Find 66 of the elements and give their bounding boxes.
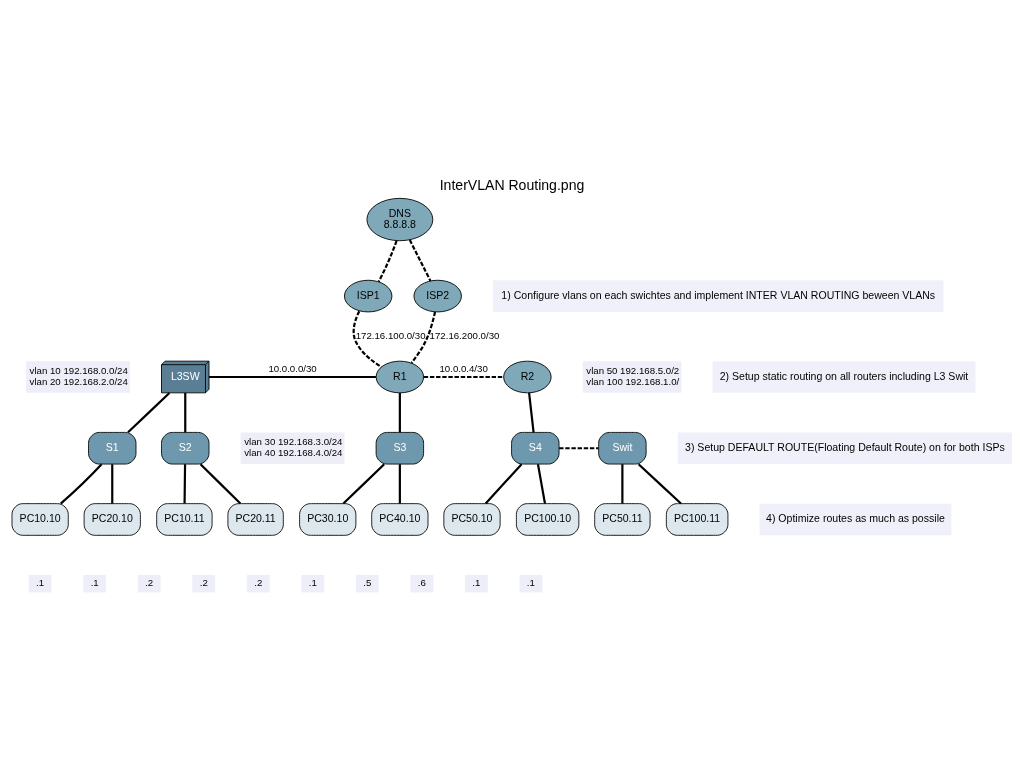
label: .6 xyxy=(417,577,426,589)
connector xyxy=(199,463,242,505)
node-box: PC100.11 xyxy=(665,503,729,536)
node-ellipse: ISP1 xyxy=(344,279,393,313)
node-label: vlan 20 192.168.2.0/24 xyxy=(29,375,128,387)
connector xyxy=(410,311,437,364)
node-box: Swit xyxy=(598,431,647,465)
node-ellipse: R2 xyxy=(503,360,552,394)
connector xyxy=(342,463,385,505)
label: .1 xyxy=(308,577,317,589)
label: .2 xyxy=(199,577,208,589)
label: 1) Configure vlans on each swichtes and implement INTER VLAN ROUTING beween VLANs xyxy=(501,288,936,301)
connector xyxy=(352,310,382,368)
label: .1 xyxy=(90,577,99,589)
node-label: vlan 40 192.168.4.0/24 xyxy=(244,446,343,458)
node-box: PC10.10 xyxy=(11,503,69,536)
connector xyxy=(60,463,103,505)
connector xyxy=(408,239,432,282)
node-label: vlan 50 192.168.5.0/2 xyxy=(586,365,680,377)
node-label: vlan 10 192.168.0.0/24 xyxy=(29,365,128,377)
connector xyxy=(559,447,599,450)
node-label: vlan 100 192.168.1.0/ xyxy=(586,375,680,387)
label: .2 xyxy=(254,577,263,589)
node-label: vlan 30 192.168.3.0/24 xyxy=(244,436,343,448)
connector xyxy=(423,375,504,379)
connector xyxy=(111,464,114,504)
edge-label: 10.0.0.0/30 xyxy=(268,362,317,374)
node-box: PC20.11 xyxy=(227,503,284,536)
connector xyxy=(183,464,187,504)
connector xyxy=(637,463,682,505)
node-box: S2 xyxy=(161,431,210,465)
node-box: PC50.11 xyxy=(594,503,651,536)
connector xyxy=(377,240,398,283)
node-box: S4 xyxy=(511,431,560,465)
label: .1 xyxy=(472,577,481,589)
node-box: PC10.11 xyxy=(156,503,213,536)
node-box: PC40.10 xyxy=(371,503,429,536)
node-box: S3 xyxy=(375,431,425,465)
node-ellipse: R1 xyxy=(375,360,425,394)
diagram-title: InterVLAN Routing.png xyxy=(439,177,585,194)
label: 4) Optimize routes as much as possile xyxy=(766,512,945,525)
node-ellipse: ISP2 xyxy=(413,279,462,313)
node-box: PC100.10 xyxy=(515,503,580,536)
connector xyxy=(184,392,187,433)
node-box: S1 xyxy=(88,431,137,465)
connector xyxy=(127,392,171,434)
connector xyxy=(536,464,547,504)
edge-label: 172.16.200.0/30 xyxy=(429,330,500,341)
edge-label: 10.0.0.4/30 xyxy=(439,362,488,374)
node-ellipse: DNS 8.8.8.8 xyxy=(366,197,434,242)
label: 2) Setup static routing on all routers including L3 Swit xyxy=(719,369,969,382)
connector xyxy=(209,375,376,379)
connector xyxy=(484,463,523,505)
connector xyxy=(528,392,535,433)
label: 3) Setup DEFAULT ROUTE(Floating Default Route) on for both ISPs xyxy=(685,440,1005,453)
connector xyxy=(398,464,401,504)
label: .5 xyxy=(363,577,372,589)
node-box: PC50.10 xyxy=(443,503,501,536)
label: .1 xyxy=(526,577,535,589)
node-box: PC20.10 xyxy=(83,503,141,536)
connector xyxy=(398,392,401,433)
label: .2 xyxy=(145,577,154,589)
label: .1 xyxy=(36,577,45,589)
edge-label: 172.16.100.0/30 xyxy=(355,330,426,341)
connector xyxy=(621,464,624,504)
node-box: PC30.10 xyxy=(299,503,357,536)
